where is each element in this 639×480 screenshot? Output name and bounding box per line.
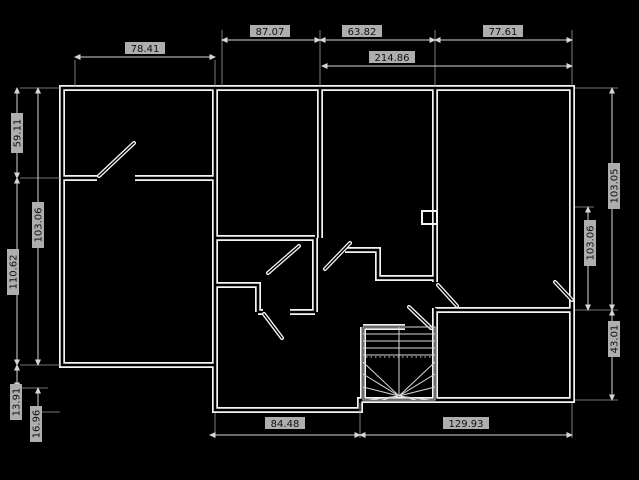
- dim-label-top-left: 78.41: [131, 44, 160, 55]
- dim-label-top-total: 214.86: [375, 53, 410, 64]
- dim-label-bg: [125, 42, 165, 54]
- stair-treads: [363, 327, 435, 365]
- stair-winders: [362, 361, 436, 401]
- dim-label-bg: [10, 384, 22, 420]
- dim-label-bottom-right: 129.93: [449, 419, 484, 430]
- dim-label-top-seg3: 77.61: [489, 27, 518, 38]
- dim-label-bg: [30, 406, 42, 442]
- dim-label-bg: [608, 163, 620, 209]
- dim-label-bg: [584, 220, 596, 266]
- dimension-labels: 78.41 87.07 63.82 77.61 214.86 59.11 103…: [7, 25, 621, 442]
- dim-label-bg: [11, 113, 23, 153]
- dim-label-bottom-left: 84.48: [271, 419, 300, 430]
- dim-label-bg: [443, 417, 489, 429]
- dim-label-left-upper: 59.11: [13, 119, 24, 148]
- dim-label-bg: [483, 25, 523, 37]
- door-swings: [97, 141, 574, 340]
- staircase: [362, 326, 436, 401]
- dim-label-bg: [32, 202, 44, 248]
- dim-label-right-upper: 103.05: [610, 169, 621, 204]
- dim-label-left-inner: 103.06: [34, 208, 45, 243]
- dim-label-left-step2: 16.96: [32, 410, 43, 439]
- dim-label-bg: [608, 321, 620, 357]
- dim-label-bg: [7, 249, 19, 295]
- dim-label-bg: [250, 25, 290, 37]
- dim-label-bg: [369, 51, 415, 63]
- walls: [59, 85, 575, 413]
- dim-label-right-inner: 103.06: [586, 226, 597, 261]
- wall-outline: [59, 85, 575, 413]
- dim-label-right-lower: 43.01: [610, 325, 621, 354]
- wall-nib: [421, 210, 438, 225]
- dim-label-bg: [265, 417, 305, 429]
- dim-label-left-step1: 13.91: [12, 388, 23, 417]
- dim-label-top-seg2: 63.82: [348, 27, 377, 38]
- dim-label-bg: [342, 25, 382, 37]
- dim-label-top-seg1: 87.07: [256, 27, 285, 38]
- door-leaf-core: [98, 142, 573, 339]
- dim-label-left-lower: 110.62: [9, 255, 20, 290]
